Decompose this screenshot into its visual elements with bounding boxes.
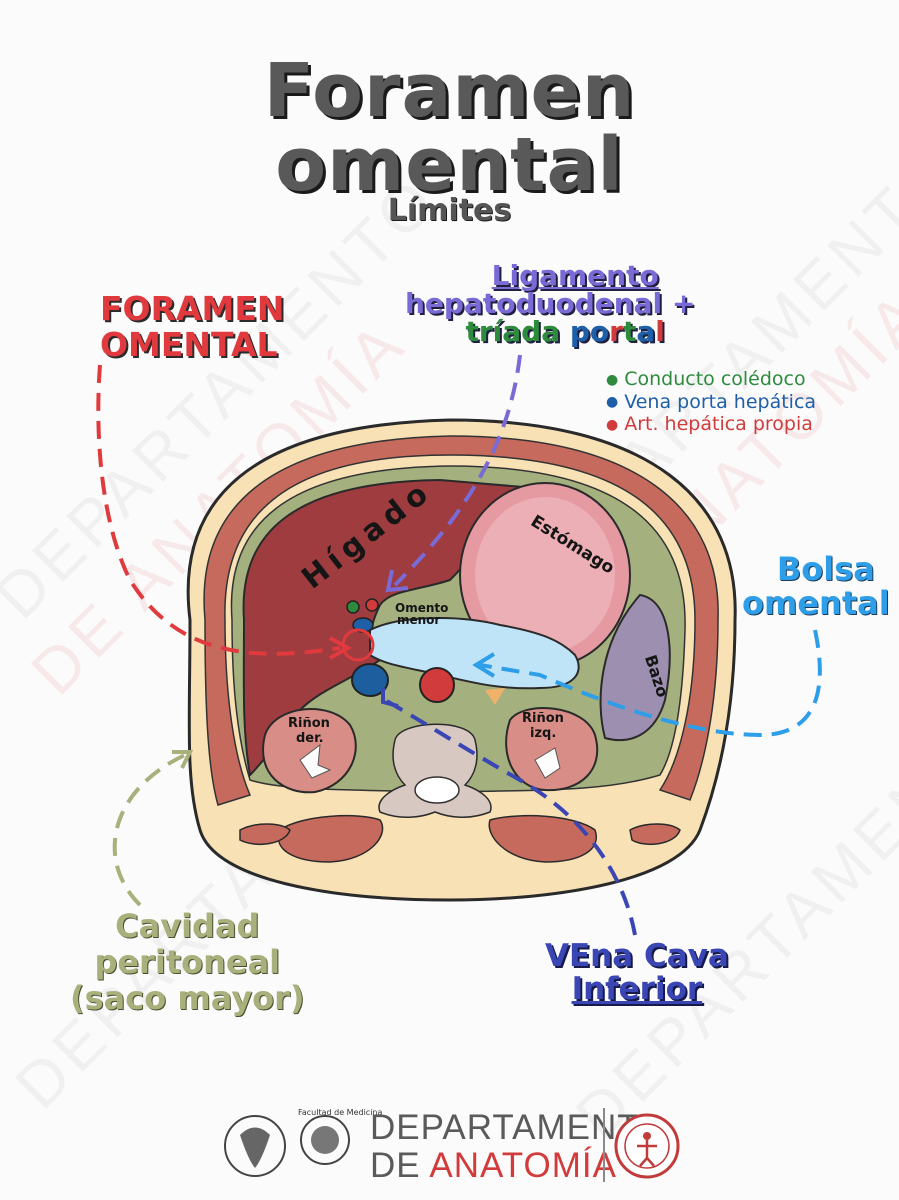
ligament-label-line2: hepatoduodenal + <box>405 287 696 320</box>
ligament-arrow <box>393 354 522 587</box>
bolsa-label-line1: Bolsa <box>776 550 875 588</box>
left-kidney-label-line2: izq. <box>530 726 556 741</box>
bullet-icon: ● <box>606 394 619 410</box>
triada-label: tríada portal <box>435 318 695 346</box>
left-kidney-shape <box>505 707 599 792</box>
facultad-medicina-seal-icon <box>300 1115 350 1165</box>
bullet-icon: ● <box>606 416 619 433</box>
back-muscle-left <box>277 814 384 863</box>
foramen-label-line1: FORAMEN <box>100 289 285 328</box>
foramen-label: FORAMEN OMENTAL <box>100 292 285 361</box>
departamento-anatomia-seal-icon <box>614 1113 680 1179</box>
cavidad-label-line3: (saco mayor) <box>70 979 305 1017</box>
facultad-label: Facultad de Medicina <box>298 1108 383 1117</box>
vessel-legend: ●Conducto colédoco ●Vena porta hepática … <box>606 368 816 436</box>
subtitle: Límites <box>387 193 512 228</box>
back-muscle-right <box>488 814 597 863</box>
vena-label-line1: VEna Cava <box>545 938 729 974</box>
portal-letter: r <box>609 315 623 348</box>
cavidad-label-line1: Cavidad <box>115 907 260 945</box>
adrenal-gland <box>485 688 505 705</box>
left-kidney-label-line1: Riñon <box>522 711 564 726</box>
bile-duct-vessel <box>346 600 360 614</box>
vena-label: VEna Cava Inferior <box>545 940 729 1006</box>
cavidad-label-line2: peritoneal <box>94 943 281 981</box>
unam-seal-icon <box>224 1115 286 1177</box>
title-line1: Foramen <box>263 48 636 134</box>
portal-letter: l <box>655 315 665 348</box>
legend-item: ● Conducto colédoco <box>606 368 816 391</box>
portal-letter: o <box>589 315 610 348</box>
ligament-label: Ligamento hepatoduodenal + tríada portal <box>405 259 695 346</box>
footer-divider <box>603 1108 605 1182</box>
ivc-vessel <box>351 663 389 697</box>
cavidad-arrow <box>112 753 186 907</box>
omento-label-line1: Omento <box>395 601 448 615</box>
footer-logos: Facultad de Medicina DEPARTAMENTO DE ANA… <box>220 1108 690 1186</box>
dept-line2-anatomia: ANATOMÍA <box>429 1146 617 1185</box>
legend-text: Conducto colédoco <box>624 368 806 390</box>
legend-item: ● Vena porta hepática <box>606 391 816 414</box>
bullet-icon: ● <box>606 371 619 388</box>
dept-line2-de: DE <box>370 1146 430 1185</box>
cavidad-label: Cavidad peritoneal (saco mayor) <box>70 908 305 1016</box>
legend-text: Art. hepática propia <box>624 413 813 435</box>
dept-line2: DE ANATOMÍA <box>370 1146 617 1186</box>
triada-word: tríada <box>465 315 561 348</box>
omento-label-line2: menor <box>397 613 440 627</box>
ligament-label-line1: Ligamento <box>491 259 659 292</box>
foramen-arrow <box>96 364 341 656</box>
hepatic-artery-vessel <box>365 598 379 612</box>
vena-label-line2: Inferior <box>571 971 703 1007</box>
bolsa-label: Bolsa omental <box>742 550 890 620</box>
portal-letter: p <box>569 315 590 348</box>
bolsa-label-line2: omental <box>742 584 890 622</box>
right-kidney-label-line2: der. <box>296 731 324 746</box>
right-kidney-label-line1: Riñon <box>288 716 330 731</box>
muscle-ring <box>203 435 719 806</box>
bolsa-arrow <box>479 629 822 738</box>
legend-item: ● Art. hepática propia <box>606 413 816 436</box>
portal-letter: t <box>622 315 637 348</box>
aorta-vessel <box>419 667 455 703</box>
portal-letter: a <box>636 315 656 348</box>
legend-text: Vena porta hepática <box>624 390 817 413</box>
title-line2: omental <box>275 122 624 208</box>
foramen-label-line2: OMENTAL <box>100 325 278 364</box>
vena-arrow <box>384 698 637 936</box>
right-kidney-shape <box>262 708 357 794</box>
